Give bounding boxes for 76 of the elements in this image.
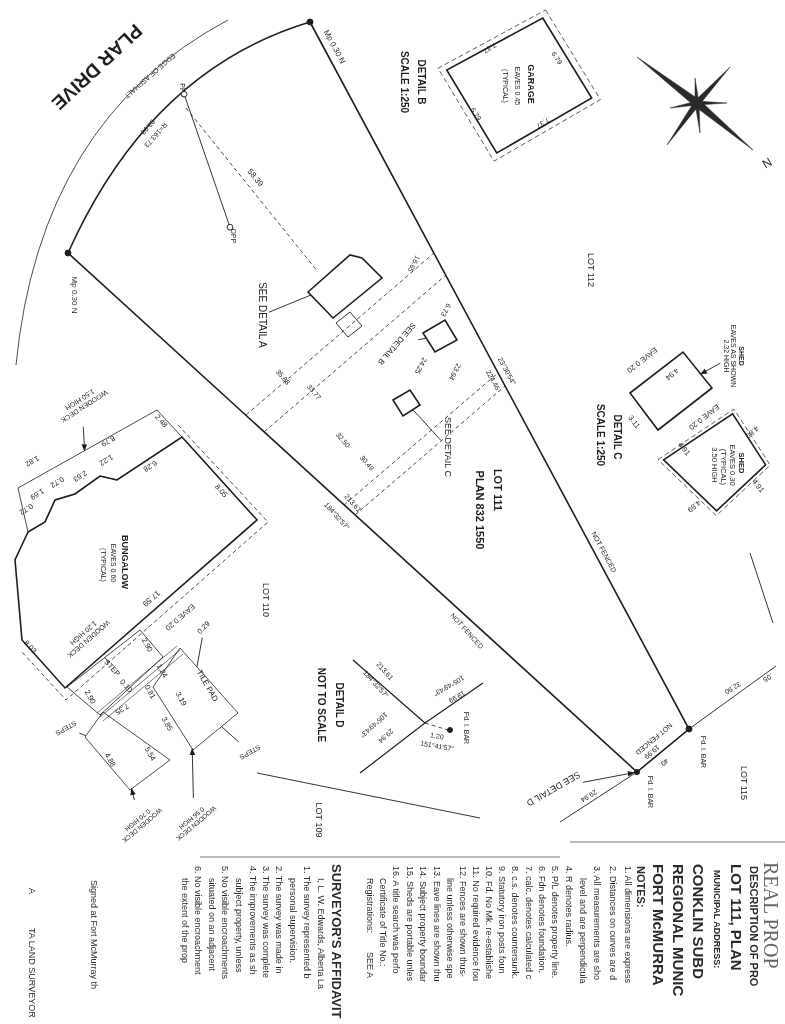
note-text: 8. c.s. denotes countersunk.: [510, 866, 519, 979]
note-text: 4. The improvements as sh: [248, 866, 257, 975]
section-heading: NOTES:: [635, 866, 646, 908]
north-label: N: [760, 155, 774, 171]
note-text: 2. Distances on curves are d: [608, 866, 617, 981]
leader-line: [104, 657, 110, 663]
leader-line: [78, 732, 87, 737]
note-text: 13. Eave lines are shown thu: [432, 866, 441, 982]
deck-outline: [18, 410, 182, 532]
note-text: 1. The survey represented b: [302, 866, 311, 979]
plan-number: PLAN 832 1550: [473, 470, 485, 550]
leader-line: [268, 294, 312, 313]
title-text: FORT McMURRA: [651, 864, 666, 986]
note-text: 12. Fences are shown thus-: [458, 866, 467, 978]
building-note: GARAGE: [525, 64, 535, 104]
note-text: 4. R denotes radius.: [564, 866, 573, 947]
monument-label: Mp 0.30 N: [321, 28, 347, 66]
house-outline: [308, 255, 382, 318]
lot-label: LOT 109: [313, 802, 323, 838]
title-text: CONKLIN SUBD: [691, 864, 706, 979]
note-text: level and are perpendicula: [578, 878, 587, 984]
scale-note: SCALE 1:250: [595, 403, 605, 467]
note-text: 5. No visible encroachments: [220, 866, 229, 980]
note-text: SEE A: [365, 952, 374, 978]
note-text: 2. The survey was made in: [274, 866, 283, 974]
note-text: situated on an adjacent: [207, 878, 216, 972]
note-text: 10. Fd. No Mk. re-establishe: [484, 866, 493, 980]
note-text: 6. No visible encroachment: [193, 866, 202, 975]
title-text: DESCRIPTION OF PRO: [748, 866, 759, 987]
title-text: REGIONAL MUNIC: [671, 864, 686, 997]
note-text: 3. All measurements are sho: [592, 866, 601, 981]
note-text: subject property, unless: [234, 878, 243, 973]
note-text: 16. A title search was perfo: [391, 866, 400, 974]
title-text: LOT 111, PLAN: [729, 864, 744, 971]
lot-label: LOT 110: [260, 582, 270, 618]
scale-note: SCALE 1:250: [399, 50, 409, 114]
scale-note: NOT TO SCALE: [316, 667, 326, 743]
leader-line: [196, 637, 203, 668]
lot-label: LOT 115: [738, 765, 748, 801]
note-text: 5. P/L denotes property line.: [550, 866, 559, 979]
note-text: 6. Fdn denotes foundation.: [537, 866, 546, 974]
note-text: personal supervision.: [288, 878, 297, 964]
note-text: 11. No required evidence fou: [471, 866, 480, 981]
structure-outline: [393, 390, 420, 416]
title-text: MUNICIPAL ADDRESS:: [712, 870, 721, 969]
monument-label: Mp 0.30 N: [70, 276, 78, 314]
signature-line: A: [27, 888, 36, 894]
note-text: 9. Statutory iron posts foun: [497, 866, 506, 974]
detail-title: DETAIL B: [416, 59, 426, 105]
lot-label: LOT 111: [491, 468, 503, 512]
signature-line: TA LAND SURVEYOR: [27, 928, 36, 1018]
note-text: Registrations:: [365, 878, 374, 934]
detail-reference: SEE DETAIL C: [442, 417, 452, 477]
note-text: 7. calc. denotes calculated c: [524, 866, 533, 980]
section-heading: SURVEYOR'S AFFIDAVIT: [330, 864, 343, 1019]
note-text: 14. Subject property boundar: [418, 866, 427, 983]
detail-title: DETAIL D: [334, 682, 344, 728]
leader-line: [412, 409, 442, 441]
structure-outline: [423, 320, 457, 352]
note-text: Signed at Fort McMurray th: [89, 880, 98, 990]
note-text: Certificate of Title No.:: [378, 878, 387, 967]
note-text: 15. Sheds are portable unles: [405, 866, 414, 982]
leader-line: [221, 726, 240, 743]
title-text: REAL PROP: [761, 862, 781, 969]
note-text: I, L. W. Edwards, Alberta La: [316, 878, 325, 990]
note-text: 3. The survey was complete: [261, 866, 270, 978]
lot-label: LOT 112: [585, 252, 595, 288]
note-text: line unless otherwise spe: [445, 878, 454, 979]
leader-line: [417, 337, 427, 341]
pole-line: [180, 90, 234, 231]
detail-title: DETAIL C: [612, 414, 622, 460]
note-text: 1. All dimensions are express: [623, 866, 632, 984]
detail-reference: SEE DETAIL A: [256, 282, 268, 348]
iron-bar-marker: [634, 769, 640, 775]
building-note: BUNGALOW: [119, 535, 129, 589]
note-text: the extent of the prop: [180, 878, 189, 964]
